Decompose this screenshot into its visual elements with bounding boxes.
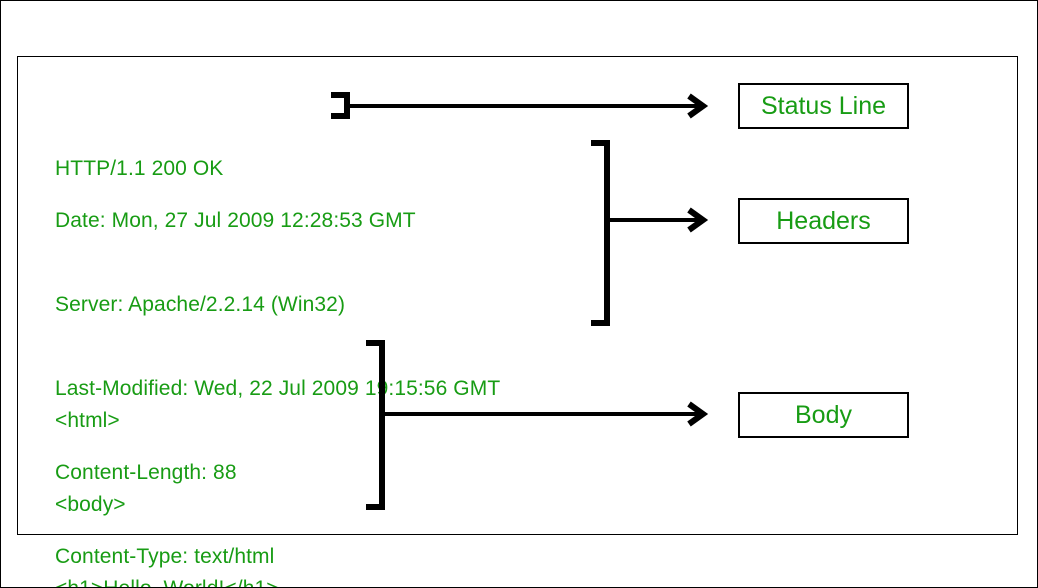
diagram-frame <box>17 56 1018 535</box>
headers-text-block: Date: Mon, 27 Jul 2009 12:28:53 GMT Serv… <box>55 151 501 587</box>
header-row: Date: Mon, 27 Jul 2009 12:28:53 GMT <box>55 209 416 232</box>
header-row: Server: Apache/2.2.14 (Win32) <box>55 293 346 316</box>
label-box-body-text: Body <box>795 400 852 429</box>
body-row: <body> <box>55 493 126 516</box>
body-text-block: <html> <body> <h1>Hello, World!</h1> </b… <box>55 351 279 587</box>
header-row: Content-Type: text/html <box>55 545 275 568</box>
label-box-status-line[interactable]: Status Line <box>738 83 909 129</box>
body-row: <html> <box>55 409 120 432</box>
label-box-headers[interactable]: Headers <box>738 198 909 244</box>
header-row: Last-Modified: Wed, 22 Jul 2009 19:15:56… <box>55 377 501 400</box>
header-row: Content-Length: 88 <box>55 461 237 484</box>
status-line-row: HTTP/1.1 200 OK <box>55 157 224 180</box>
label-box-headers-text: Headers <box>776 206 871 235</box>
body-row: <h1>Hello, World!</h1> <box>55 575 279 587</box>
label-box-body[interactable]: Body <box>738 392 909 438</box>
label-box-status-line-text: Status Line <box>760 91 887 120</box>
status-line-text-block: HTTP/1.1 200 OK <box>55 99 223 239</box>
